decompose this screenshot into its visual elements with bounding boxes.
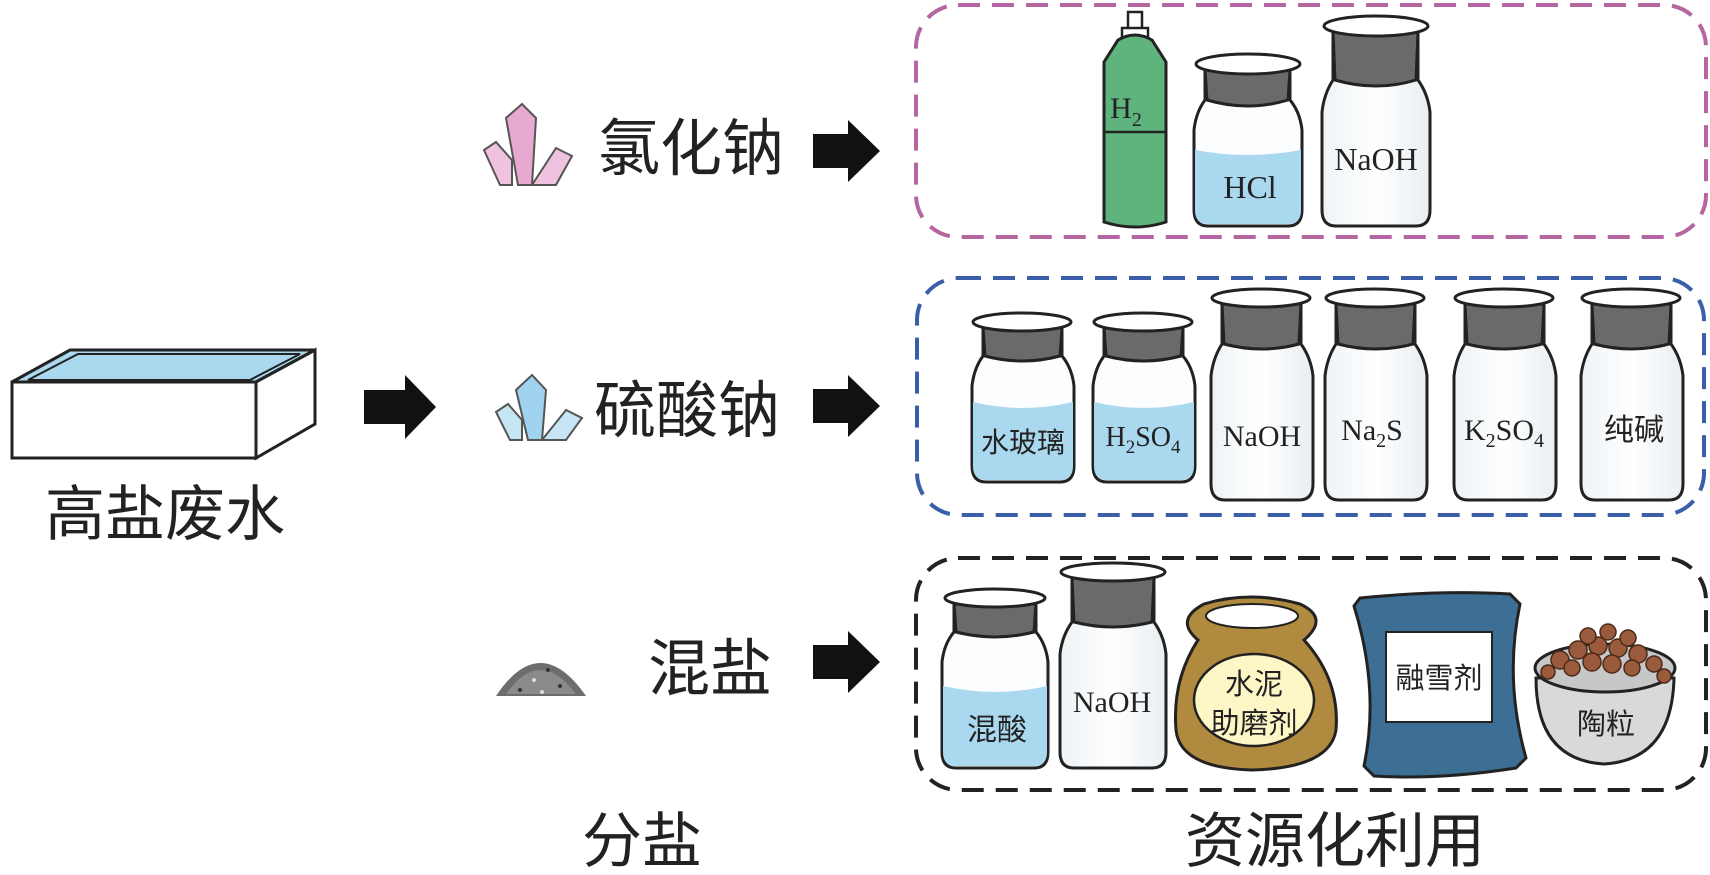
water-glass-label: 水玻璃 <box>981 426 1065 459</box>
mixed-arrow-icon <box>813 631 880 693</box>
nacl-arrow-icon <box>813 120 880 182</box>
source-arrow-icon <box>364 375 436 439</box>
naoh-bottle-icon <box>1320 14 1432 228</box>
mixed-products-box <box>914 556 1708 792</box>
grinding-aid-sack-icon <box>1174 595 1338 772</box>
naoh-label-1: NaOH <box>1334 141 1418 177</box>
naoh-label-3: NaOH <box>1073 686 1151 719</box>
hcl-label: HCl <box>1223 169 1276 205</box>
mixed-salt-pile-icon <box>496 663 586 696</box>
water-glass-bottle-icon <box>970 311 1076 484</box>
grinding-aid-label-2: 助磨剂 <box>1210 706 1297 740</box>
stage-label-utilization: 资源化利用 <box>1185 807 1485 875</box>
h2so4-bottle-icon <box>1091 311 1197 484</box>
na2s-bottle-icon <box>1323 287 1429 502</box>
grinding-aid-label-1: 水泥 <box>1225 667 1283 701</box>
ceramsite-label: 陶粒 <box>1577 707 1635 741</box>
salt-label-nacl: 氯化钠 <box>598 112 784 185</box>
salt-label-mixed: 混盐 <box>648 632 772 705</box>
snow-melt-bag-icon <box>1352 591 1528 779</box>
h2so4-label: H2SO4 <box>1105 422 1181 458</box>
k2so4-bottle-icon <box>1452 287 1558 502</box>
h2-label: H2 <box>1110 92 1142 131</box>
soda-ash-label: 纯碱 <box>1604 413 1664 448</box>
salt-label-na2so4: 硫酸钠 <box>594 374 780 447</box>
ceramsite-bowl-icon <box>1533 623 1677 766</box>
mixed-acid-label: 混酸 <box>967 713 1027 748</box>
h2-cylinder-icon <box>1102 10 1168 229</box>
naoh-bottle-2-icon <box>1209 287 1315 502</box>
hcl-bottle-icon <box>1192 52 1304 228</box>
k2so4-label: K2SO4 <box>1464 414 1544 452</box>
soda-ash-bottle-icon <box>1579 287 1685 502</box>
mixed-acid-bottle-icon <box>940 587 1050 770</box>
na2s-label: Na2S <box>1341 414 1403 452</box>
stage-label-separation: 分盐 <box>582 807 702 875</box>
na2so4-products-box <box>915 276 1706 517</box>
source-label: 高盐废水 <box>45 480 285 550</box>
na2so4-arrow-icon <box>813 375 880 437</box>
na2so4-crystal-icon <box>494 373 584 441</box>
wastewater-tank-icon <box>10 347 317 461</box>
nacl-products-box <box>914 3 1708 239</box>
naoh-label-2: NaOH <box>1223 420 1301 453</box>
nacl-crystal-icon <box>482 102 574 186</box>
naoh-bottle-3-icon <box>1058 561 1168 770</box>
snow-melt-label: 融雪剂 <box>1395 661 1482 695</box>
